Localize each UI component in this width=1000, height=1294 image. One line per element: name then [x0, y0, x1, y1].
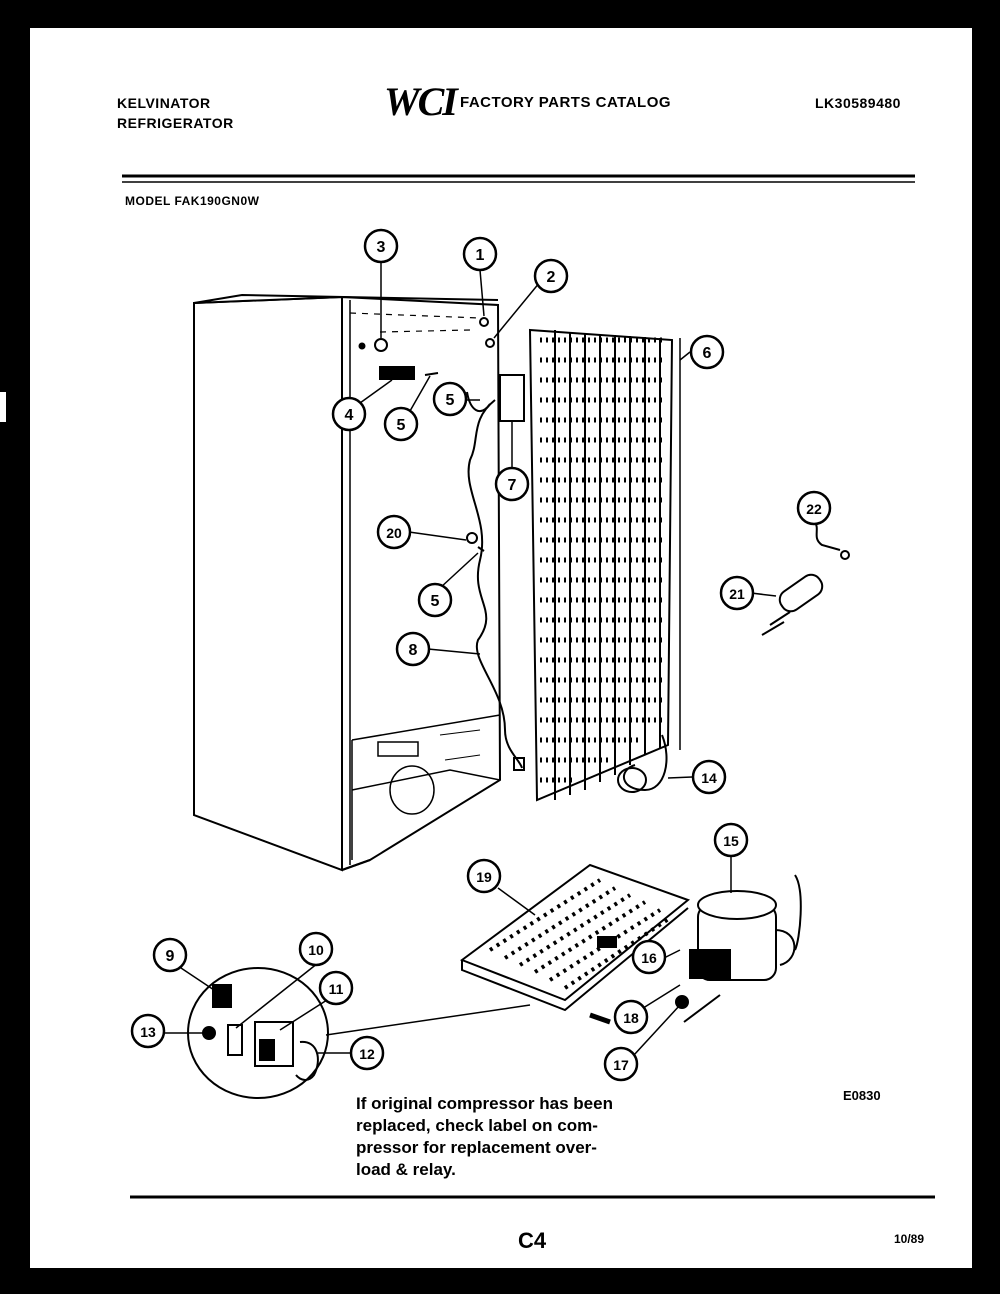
callout-8: 8	[395, 631, 431, 667]
callout-19: 19	[466, 858, 502, 894]
callout-3: 3	[363, 228, 399, 264]
callout-17: 17	[603, 1046, 639, 1082]
svg-text:13: 13	[140, 1024, 156, 1040]
svg-text:5: 5	[397, 417, 406, 434]
page-code: C4	[518, 1228, 547, 1253]
thermal-fuse-part	[814, 521, 850, 560]
svg-text:6: 6	[703, 345, 712, 362]
callout-21: 21	[719, 575, 755, 611]
svg-text:16: 16	[641, 950, 657, 966]
svg-text:7: 7	[508, 477, 517, 494]
diagram-code: E0830	[843, 1088, 881, 1103]
catalog-number: LK30589480	[815, 95, 901, 111]
svg-text:22: 22	[806, 501, 822, 517]
compressor	[675, 874, 802, 1023]
callout-5c: 5	[417, 582, 453, 618]
svg-text:5: 5	[446, 392, 455, 409]
callout-5a: 5	[383, 406, 419, 442]
condenser-coil	[528, 328, 681, 802]
svg-text:17: 17	[613, 1057, 629, 1073]
model-label: MODEL FAK190GN0W	[125, 194, 260, 208]
refrigerator-cabinet	[193, 293, 502, 872]
svg-text:9: 9	[166, 948, 175, 965]
callout-16: 16	[631, 939, 667, 975]
wiring-harness	[466, 374, 525, 771]
catalog-page	[30, 28, 972, 1268]
svg-text:4: 4	[345, 407, 354, 424]
svg-text:8: 8	[409, 642, 418, 659]
callout-20: 20	[376, 514, 412, 550]
callout-2: 2	[533, 258, 569, 294]
scan-edge-mark	[0, 392, 6, 422]
svg-text:2: 2	[547, 269, 556, 286]
drier-part	[761, 573, 824, 636]
callout-12: 12	[349, 1035, 385, 1071]
product-type: REFRIGERATOR	[117, 115, 234, 131]
relay-overload-detail	[187, 967, 531, 1099]
svg-text:5: 5	[431, 593, 440, 610]
wci-logo: WCI	[384, 79, 458, 124]
base-pan	[459, 863, 691, 1025]
callout-15: 15	[713, 822, 749, 858]
callout-7: 7	[494, 466, 530, 502]
callout-22: 22	[796, 490, 832, 526]
brand-name: KELVINATOR	[117, 95, 211, 111]
svg-text:19: 19	[476, 869, 492, 885]
callout-4: 4	[331, 396, 367, 432]
callout-13: 13	[130, 1013, 166, 1049]
callout-6: 6	[689, 334, 725, 370]
callout-18: 18	[613, 999, 649, 1035]
callout-1: 1	[462, 236, 498, 272]
svg-text:15: 15	[723, 833, 739, 849]
callout-10: 10	[298, 931, 334, 967]
catalog-title: FACTORY PARTS CATALOG	[460, 94, 672, 111]
svg-text:11: 11	[329, 981, 344, 997]
svg-text:18: 18	[623, 1010, 639, 1026]
svg-text:14: 14	[701, 770, 717, 786]
svg-text:3: 3	[377, 239, 386, 256]
svg-text:20: 20	[386, 525, 402, 541]
svg-text:12: 12	[359, 1046, 375, 1062]
callout-bubbles: 3 1 2 6 4 5 5 7 20 5 8 22 21 14 15 19 16…	[130, 228, 832, 1082]
svg-text:21: 21	[729, 586, 745, 602]
svg-text:10: 10	[308, 942, 324, 958]
callout-14: 14	[691, 759, 727, 795]
svg-text:1: 1	[476, 247, 485, 264]
revision-date: 10/89	[894, 1232, 925, 1246]
callout-5b: 5	[432, 381, 468, 417]
callout-11: 11	[318, 970, 354, 1006]
callout-9: 9	[152, 937, 188, 973]
compressor-replacement-note: If original compressor has been replaced…	[356, 1094, 613, 1179]
